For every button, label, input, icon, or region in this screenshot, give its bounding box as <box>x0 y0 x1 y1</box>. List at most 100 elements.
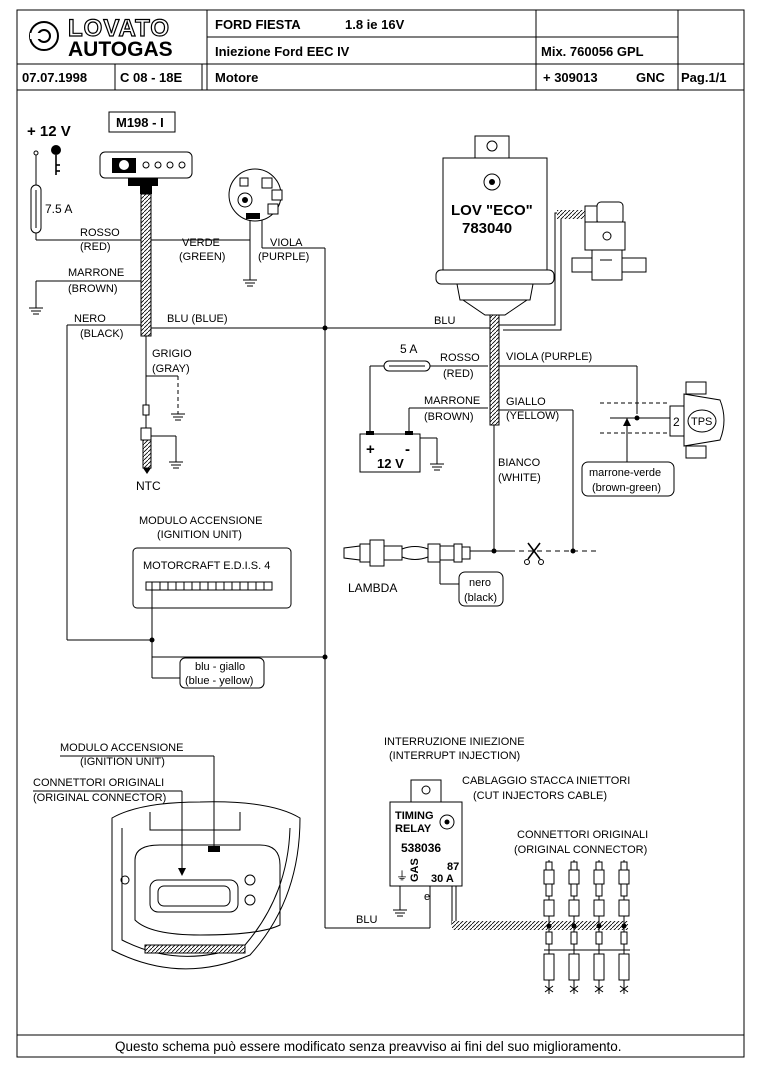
wire-rosso2: ROSSO <box>440 352 480 364</box>
relay-title: INTERRUZIONE INIEZIONE <box>384 736 525 748</box>
switch-module-label: M198 - I <box>116 115 164 130</box>
ground-icon <box>393 909 407 917</box>
ecu-name: LOV "ECO" <box>451 202 533 219</box>
ground-icon <box>430 463 444 471</box>
brand-line2: AUTOGAS <box>68 38 173 61</box>
wire-marrone2-en: (BROWN) <box>424 411 474 423</box>
callout-blu-giallo-l1: blu - giallo <box>195 661 245 673</box>
wire-viola2: VIOLA (PURPLE) <box>506 351 592 363</box>
wire-marrone-en: (BROWN) <box>68 283 118 295</box>
relay-title-en: (INTERRUPT INJECTION) <box>389 750 520 762</box>
ground-icon <box>243 279 257 287</box>
wire-blu-bottom: BLU <box>356 914 377 926</box>
tps-pin: 2 <box>673 415 680 429</box>
battery-icon <box>359 431 421 473</box>
conn-title: CONNETTORI ORIGINALI <box>517 829 648 841</box>
wire-grigio: GRIGIO <box>152 348 192 360</box>
drawing-code: C 08 - 18E <box>120 70 182 85</box>
battery-minus: - <box>405 441 410 458</box>
fuse2-rating: 5 A <box>400 342 417 356</box>
wire-viola: VIOLA <box>270 237 303 249</box>
supply-voltage: + 12 V <box>27 123 71 140</box>
battery-voltage: 12 V <box>377 456 404 471</box>
footer-note: Questo schema può essere modificato senz… <box>115 1039 622 1054</box>
ignition-title: MODULO ACCENSIONE <box>139 515 262 527</box>
fuse-rating: 7.5 A <box>45 202 72 216</box>
relay-code: 538036 <box>401 841 441 855</box>
wire-rosso: ROSSO <box>80 227 120 239</box>
solenoid-valve-icon <box>571 201 647 281</box>
brand-line1: LOVATO <box>68 15 170 42</box>
distributor-icon <box>228 168 283 222</box>
callout-nero <box>458 571 504 607</box>
wire-bianco-en: (WHITE) <box>498 472 541 484</box>
cable-title: CABLAGGIO STACCA INIETTORI <box>462 775 630 787</box>
date: 07.07.1998 <box>22 70 87 85</box>
tps-sensor <box>669 381 725 459</box>
wire-rosso-en: (RED) <box>80 241 111 253</box>
footer-frame <box>16 1034 745 1058</box>
key-icon <box>33 145 61 175</box>
callout-blu-giallo <box>179 657 265 689</box>
relay-pin87: 87 <box>447 861 459 873</box>
callout-blu-giallo-l2: (blue - yellow) <box>185 675 253 687</box>
wire-nero: NERO <box>74 313 106 325</box>
injector-connector-3 <box>593 860 605 994</box>
engine-bay-view <box>111 801 301 970</box>
fuel-type: GNC <box>636 70 666 85</box>
lovato-logo <box>29 21 59 51</box>
section: Motore <box>215 70 258 85</box>
wire-rosso2-en: (RED) <box>443 368 474 380</box>
car-ignition-label-en: (IGNITION UNIT) <box>80 756 165 768</box>
ignition-title-en: (IGNITION UNIT) <box>157 529 242 541</box>
relay-name2: RELAY <box>395 823 432 835</box>
car-ignition-label: MODULO ACCENSIONE <box>60 742 183 754</box>
wire-viola-en: (PURPLE) <box>258 251 309 263</box>
ntc-label: NTC <box>136 479 161 493</box>
injector-connector-4 <box>618 860 630 994</box>
ground-icon <box>169 461 183 469</box>
callout-marrone-verde <box>581 461 675 497</box>
tps-label: TPS <box>691 416 712 428</box>
injector-connector-1 <box>543 860 555 994</box>
cut-scissors-icon <box>524 542 544 565</box>
ignition-pins <box>145 581 273 591</box>
cable-title-en: (CUT INJECTORS CABLE) <box>473 790 607 802</box>
wire-grigio-en: (GRAY) <box>152 363 190 375</box>
wire-giallo-en: (YELLOW) <box>506 410 559 422</box>
car-connector-label-en: (ORIGINAL CONNECTOR) <box>33 792 166 804</box>
timing-relay <box>389 779 463 887</box>
ref-code: + 309013 <box>543 70 598 85</box>
switch-module-label-box <box>108 111 176 133</box>
switch-module <box>99 151 193 194</box>
injector-connector-2 <box>568 860 580 994</box>
callout-marrone-verde-l1: marrone-verde <box>589 467 661 479</box>
wire-nero-en: (BLACK) <box>80 328 123 340</box>
relay-name1: TIMING <box>395 810 434 822</box>
ground-icon <box>29 307 43 315</box>
ntc-sensor <box>140 427 152 474</box>
engine-spec: 1.8 ie 16V <box>345 17 405 32</box>
cut-injectors-cable <box>452 921 628 930</box>
wire-bianco: BIANCO <box>498 457 541 469</box>
callout-marrone-verde-l2: (brown-green) <box>592 482 661 494</box>
wire-verde: VERDE <box>182 237 220 249</box>
ignition-name: MOTORCRAFT E.D.I.S. 4 <box>143 560 270 572</box>
wire-giallo: GIALLO <box>506 396 546 408</box>
ground-icon <box>171 413 185 421</box>
page-number: Pag.1/1 <box>681 70 727 85</box>
relay-ground-symbol: ⏚ <box>396 869 408 883</box>
mix-code: Mix. 760056 GPL <box>541 44 644 59</box>
conn-title-en: (ORIGINAL CONNECTOR) <box>514 844 647 856</box>
wire-marrone2: MARRONE <box>424 395 480 407</box>
lambda-sensor <box>343 539 471 585</box>
lambda-label: LAMBDA <box>348 581 397 595</box>
callout-nero-l1: nero <box>469 577 491 589</box>
wire-marrone: MARRONE <box>68 267 124 279</box>
wire-blu: BLU (BLUE) <box>167 313 228 325</box>
relay-amp: 30 A <box>431 873 454 885</box>
module-harness <box>140 193 152 337</box>
ecu-harness <box>489 314 500 426</box>
callout-nero-l2: (black) <box>464 592 497 604</box>
